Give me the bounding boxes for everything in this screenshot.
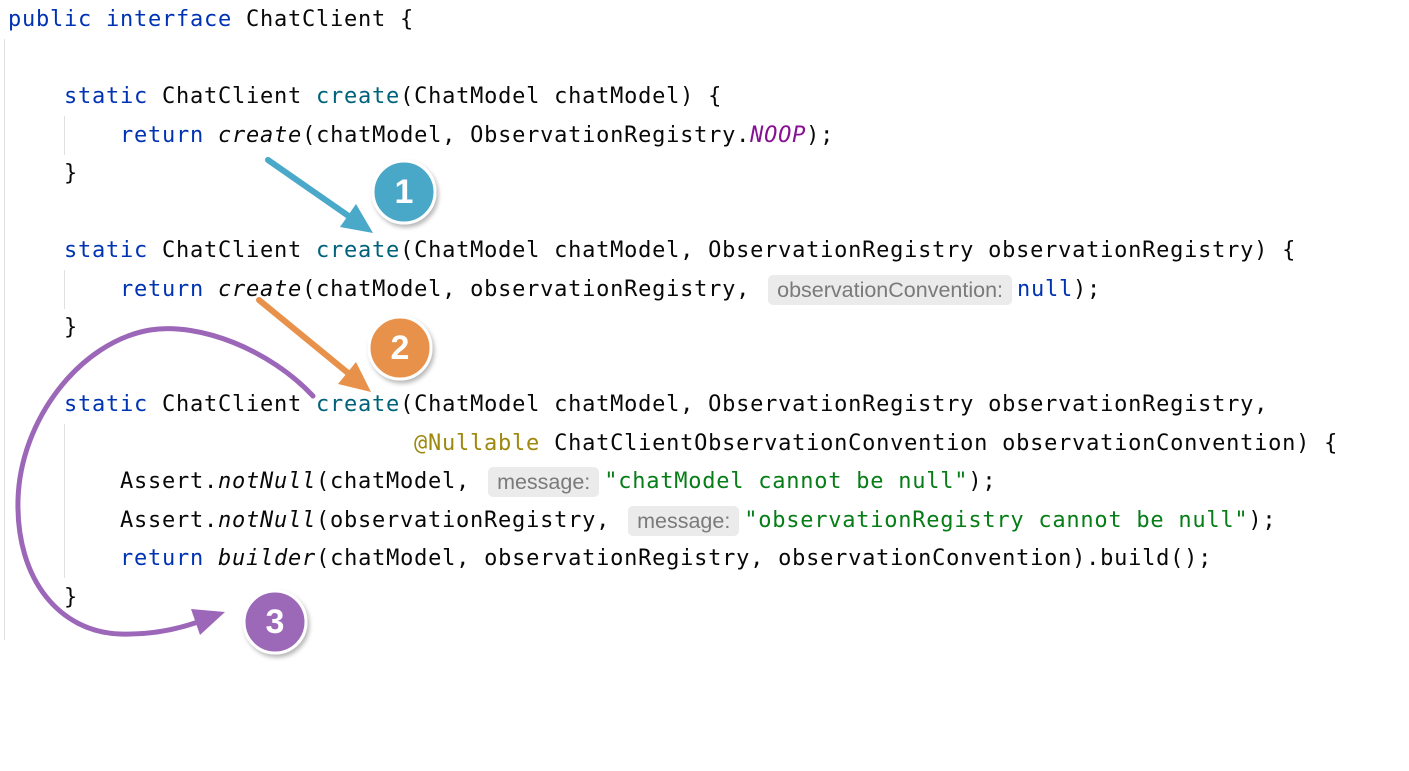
code-token: "observationRegistry cannot be null": [744, 507, 1249, 533]
code-line[interactable]: Assert.notNull(observationRegistry, mess…: [8, 502, 1338, 541]
code-token: [8, 392, 64, 417]
inlay-hint: message:: [488, 467, 600, 497]
code-token: notNull: [218, 507, 317, 533]
code-line[interactable]: static ChatClient create(ChatModel chatM…: [8, 78, 1338, 117]
code-token: return: [120, 276, 205, 302]
code-token: static: [64, 392, 149, 417]
code-token: (ChatModel chatModel, ObservationRegistr…: [400, 392, 1269, 417]
code-token: (ChatModel chatModel, ObservationRegistr…: [400, 238, 1297, 263]
code-text-area[interactable]: public interface ChatClient { static Cha…: [8, 1, 1338, 617]
code-token: notNull: [218, 469, 317, 494]
code-line[interactable]: }: [8, 579, 1338, 618]
code-token: ChatClient {: [232, 7, 415, 32]
code-token: builder: [218, 546, 317, 571]
code-token: [8, 123, 120, 148]
code-token: return: [120, 122, 205, 148]
code-line[interactable]: [8, 40, 1338, 79]
code-token: (chatModel,: [316, 469, 485, 494]
code-token: create: [218, 122, 303, 148]
code-line[interactable]: return builder(chatModel, observationReg…: [8, 540, 1338, 579]
code-line[interactable]: static ChatClient create(ChatModel chatM…: [8, 232, 1338, 271]
inlay-hint: observationConvention:: [768, 274, 1013, 305]
code-token: @Nullable: [414, 430, 541, 456]
code-token: [8, 431, 414, 456]
code-token: }: [8, 315, 79, 340]
code-token: );: [1073, 276, 1102, 302]
code-token: Assert.: [8, 469, 219, 494]
code-line[interactable]: public interface ChatClient {: [8, 1, 1338, 40]
code-token: );: [1248, 507, 1277, 533]
indent-guide: [64, 270, 65, 309]
code-token: [204, 123, 218, 148]
code-token: create: [316, 84, 401, 109]
code-token: );: [968, 469, 997, 494]
code-token: static: [64, 238, 149, 263]
code-token: ChatClient: [148, 238, 317, 263]
code-token: create: [316, 238, 401, 263]
code-token: (observationRegistry,: [316, 507, 625, 533]
code-token: (chatModel, observationRegistry, observa…: [316, 546, 1213, 571]
code-token: public: [8, 7, 93, 32]
code-token: [8, 277, 120, 302]
code-token: [8, 546, 120, 571]
code-token: create: [316, 392, 401, 417]
code-token: }: [8, 161, 79, 186]
code-token: null: [1017, 276, 1074, 302]
code-line[interactable]: return create(chatModel, observationRegi…: [8, 271, 1338, 310]
code-token: );: [806, 122, 835, 148]
code-token: ChatClient: [148, 392, 317, 417]
code-token: interface: [106, 7, 233, 32]
code-token: static: [64, 84, 149, 109]
indent-guide: [64, 116, 65, 155]
indent-guide: [4, 39, 5, 640]
code-token: "chatModel cannot be null": [604, 469, 969, 494]
code-token: return: [120, 546, 205, 571]
code-line[interactable]: [8, 194, 1338, 233]
code-line[interactable]: static ChatClient create(ChatModel chatM…: [8, 386, 1338, 425]
code-line[interactable]: @Nullable ChatClientObservationConventio…: [8, 425, 1338, 464]
code-token: (ChatModel chatModel) {: [400, 84, 723, 109]
code-line[interactable]: }: [8, 309, 1338, 348]
code-line[interactable]: }: [8, 155, 1338, 194]
code-token: [8, 84, 64, 109]
code-token: [204, 546, 218, 571]
code-token: [92, 7, 106, 32]
code-token: NOOP: [750, 122, 807, 148]
inlay-hint: message:: [628, 505, 740, 536]
code-line[interactable]: [8, 348, 1338, 387]
code-token: [8, 238, 64, 263]
code-token: ChatClient: [148, 84, 317, 109]
code-line[interactable]: Assert.notNull(chatModel, message:"chatM…: [8, 463, 1338, 502]
code-token: create: [218, 276, 303, 302]
code-token: ChatClientObservationConvention observat…: [540, 430, 1339, 456]
code-line[interactable]: return create(chatModel, ObservationRegi…: [8, 117, 1338, 156]
code-token: (chatModel, observationRegistry,: [302, 276, 765, 302]
code-token: [204, 277, 218, 302]
code-token: Assert.: [8, 507, 219, 533]
code-token: (chatModel, ObservationRegistry.: [302, 122, 751, 148]
code-token: }: [8, 584, 79, 610]
